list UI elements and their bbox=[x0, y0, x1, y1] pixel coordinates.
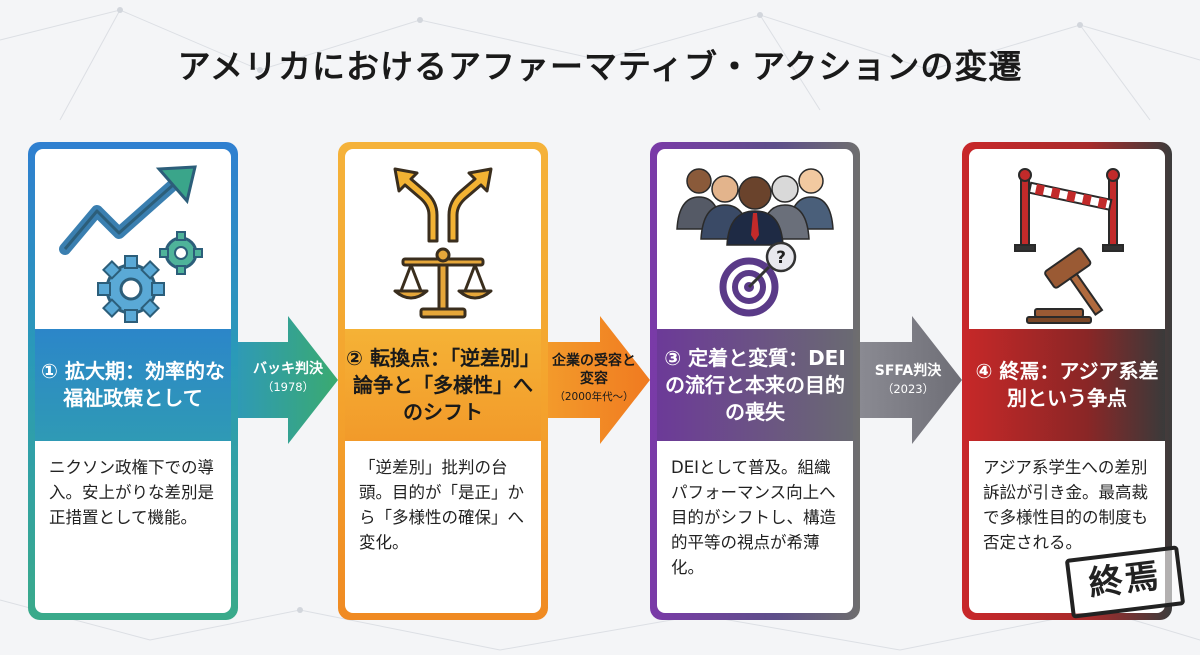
upward-trend-arrow-icon bbox=[59, 165, 197, 255]
stage-card-4: ④ 終焉：アジア系差別という争点 アジア系学生への差別訴訟が引き金。最高裁で多様… bbox=[962, 142, 1172, 620]
gears-icon bbox=[97, 231, 203, 323]
scales-icon bbox=[393, 247, 493, 319]
diverse-group-icon bbox=[676, 168, 834, 246]
stage-card-1: ① 拡大期：効率的な福祉政策として ニクソン政権下での導入。安上がりな差別是正措… bbox=[28, 142, 238, 620]
stage-3-description: DEIとして普及。組織パフォーマンス向上へ目的がシフトし、構造的平等の視点が希薄… bbox=[657, 441, 853, 613]
stage-2-description: 「逆差別」批判の台頭。目的が「是正」から「多様性の確保」へ変化。 bbox=[345, 441, 541, 613]
page-title: アメリカにおけるアファーマティブ・アクションの変遷 bbox=[177, 47, 1023, 86]
transition-3-label: SFFA判決 bbox=[874, 363, 942, 379]
svg-text:?: ? bbox=[776, 248, 786, 268]
split-arrow-icon bbox=[393, 167, 493, 243]
stage-1-description: ニクソン政権下での導入。安上がりな差別是正措置として機能。 bbox=[35, 441, 231, 613]
transition-arrow-1: バッキ判決 （1978） bbox=[238, 316, 338, 444]
transition-arrow-2: 企業の受容と変容 （2000年代〜） bbox=[548, 316, 650, 444]
stage-card-3: ? ③ 定着と変質：DEIの流行と本来の目的の喪失 DEIとして普及。組織パフォ… bbox=[650, 142, 860, 620]
stage-3-illustration: ? bbox=[657, 149, 853, 329]
stage-2-illustration bbox=[345, 149, 541, 329]
target-question-icon: ? bbox=[719, 241, 797, 317]
transition-1-sub: （1978） bbox=[261, 380, 315, 394]
stage-1-heading: ① 拡大期：効率的な福祉政策として bbox=[35, 329, 231, 441]
transition-3-sub: （2023） bbox=[881, 382, 935, 396]
stage-3-heading: ③ 定着と変質：DEIの流行と本来の目的の喪失 bbox=[657, 329, 853, 441]
stage-1-illustration bbox=[35, 149, 231, 329]
transition-arrow-3: SFFA判決 （2023） bbox=[860, 316, 962, 444]
stage-card-2: ② 転換点：「逆差別」論争と「多様性」へのシフト 「逆差別」批判の台頭。目的が「… bbox=[338, 142, 548, 620]
stage-4-heading: ④ 終焉：アジア系差別という争点 bbox=[969, 329, 1165, 441]
transition-2-label: 企業の受容と変容 bbox=[552, 353, 636, 387]
transition-2-sub: （2000年代〜） bbox=[554, 391, 634, 403]
stage-2-heading: ② 転換点：「逆差別」論争と「多様性」へのシフト bbox=[345, 329, 541, 441]
transition-1-label: バッキ判決 bbox=[253, 361, 323, 377]
gavel-icon bbox=[1026, 247, 1104, 324]
stage-4-illustration bbox=[969, 149, 1165, 329]
barrier-icon bbox=[1014, 168, 1124, 252]
